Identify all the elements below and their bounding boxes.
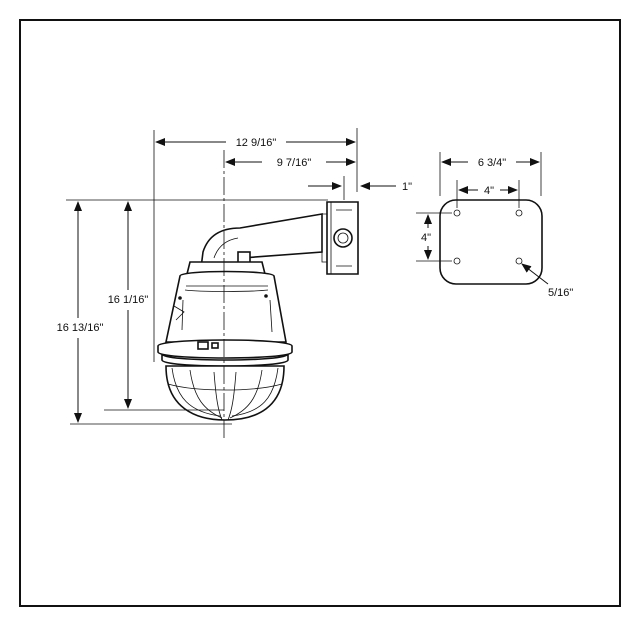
dim-label-hole-spacing-h: 4" (484, 185, 494, 197)
dim-overall-width: 12 9/16" (153, 128, 358, 362)
dim-label-overall-height: 16 13/16" (57, 322, 104, 334)
dim-plate-width: 6 3/4" (439, 152, 542, 196)
dim-heights: 16 1/16" 16 13/16" (57, 199, 328, 425)
dim-label-hole-diameter: 5/16" (548, 287, 573, 299)
dim-label-hole-spacing-v: 4" (421, 232, 431, 244)
dim-label-mount-depth: 1" (402, 181, 412, 193)
dim-hole-spacing-vertical: 4" (416, 212, 452, 262)
dim-label-center-to-wall: 9 7/16" (277, 157, 312, 169)
camera-illustration (157, 201, 359, 421)
dim-label-height-to-bubble: 16 1/16" (108, 294, 149, 306)
dim-label-plate-width: 6 3/4" (478, 157, 506, 169)
drawing-frame (19, 19, 621, 607)
dim-hole-spacing-horizontal: 4" (456, 180, 520, 208)
dim-hole-diameter: 5/16" (521, 263, 573, 299)
dim-label-overall-width: 12 9/16" (236, 137, 277, 149)
dim-center-to-wall: 9 7/16" (223, 150, 356, 440)
mounting-plate (439, 199, 543, 285)
dim-mount-depth: 1" (308, 176, 412, 200)
